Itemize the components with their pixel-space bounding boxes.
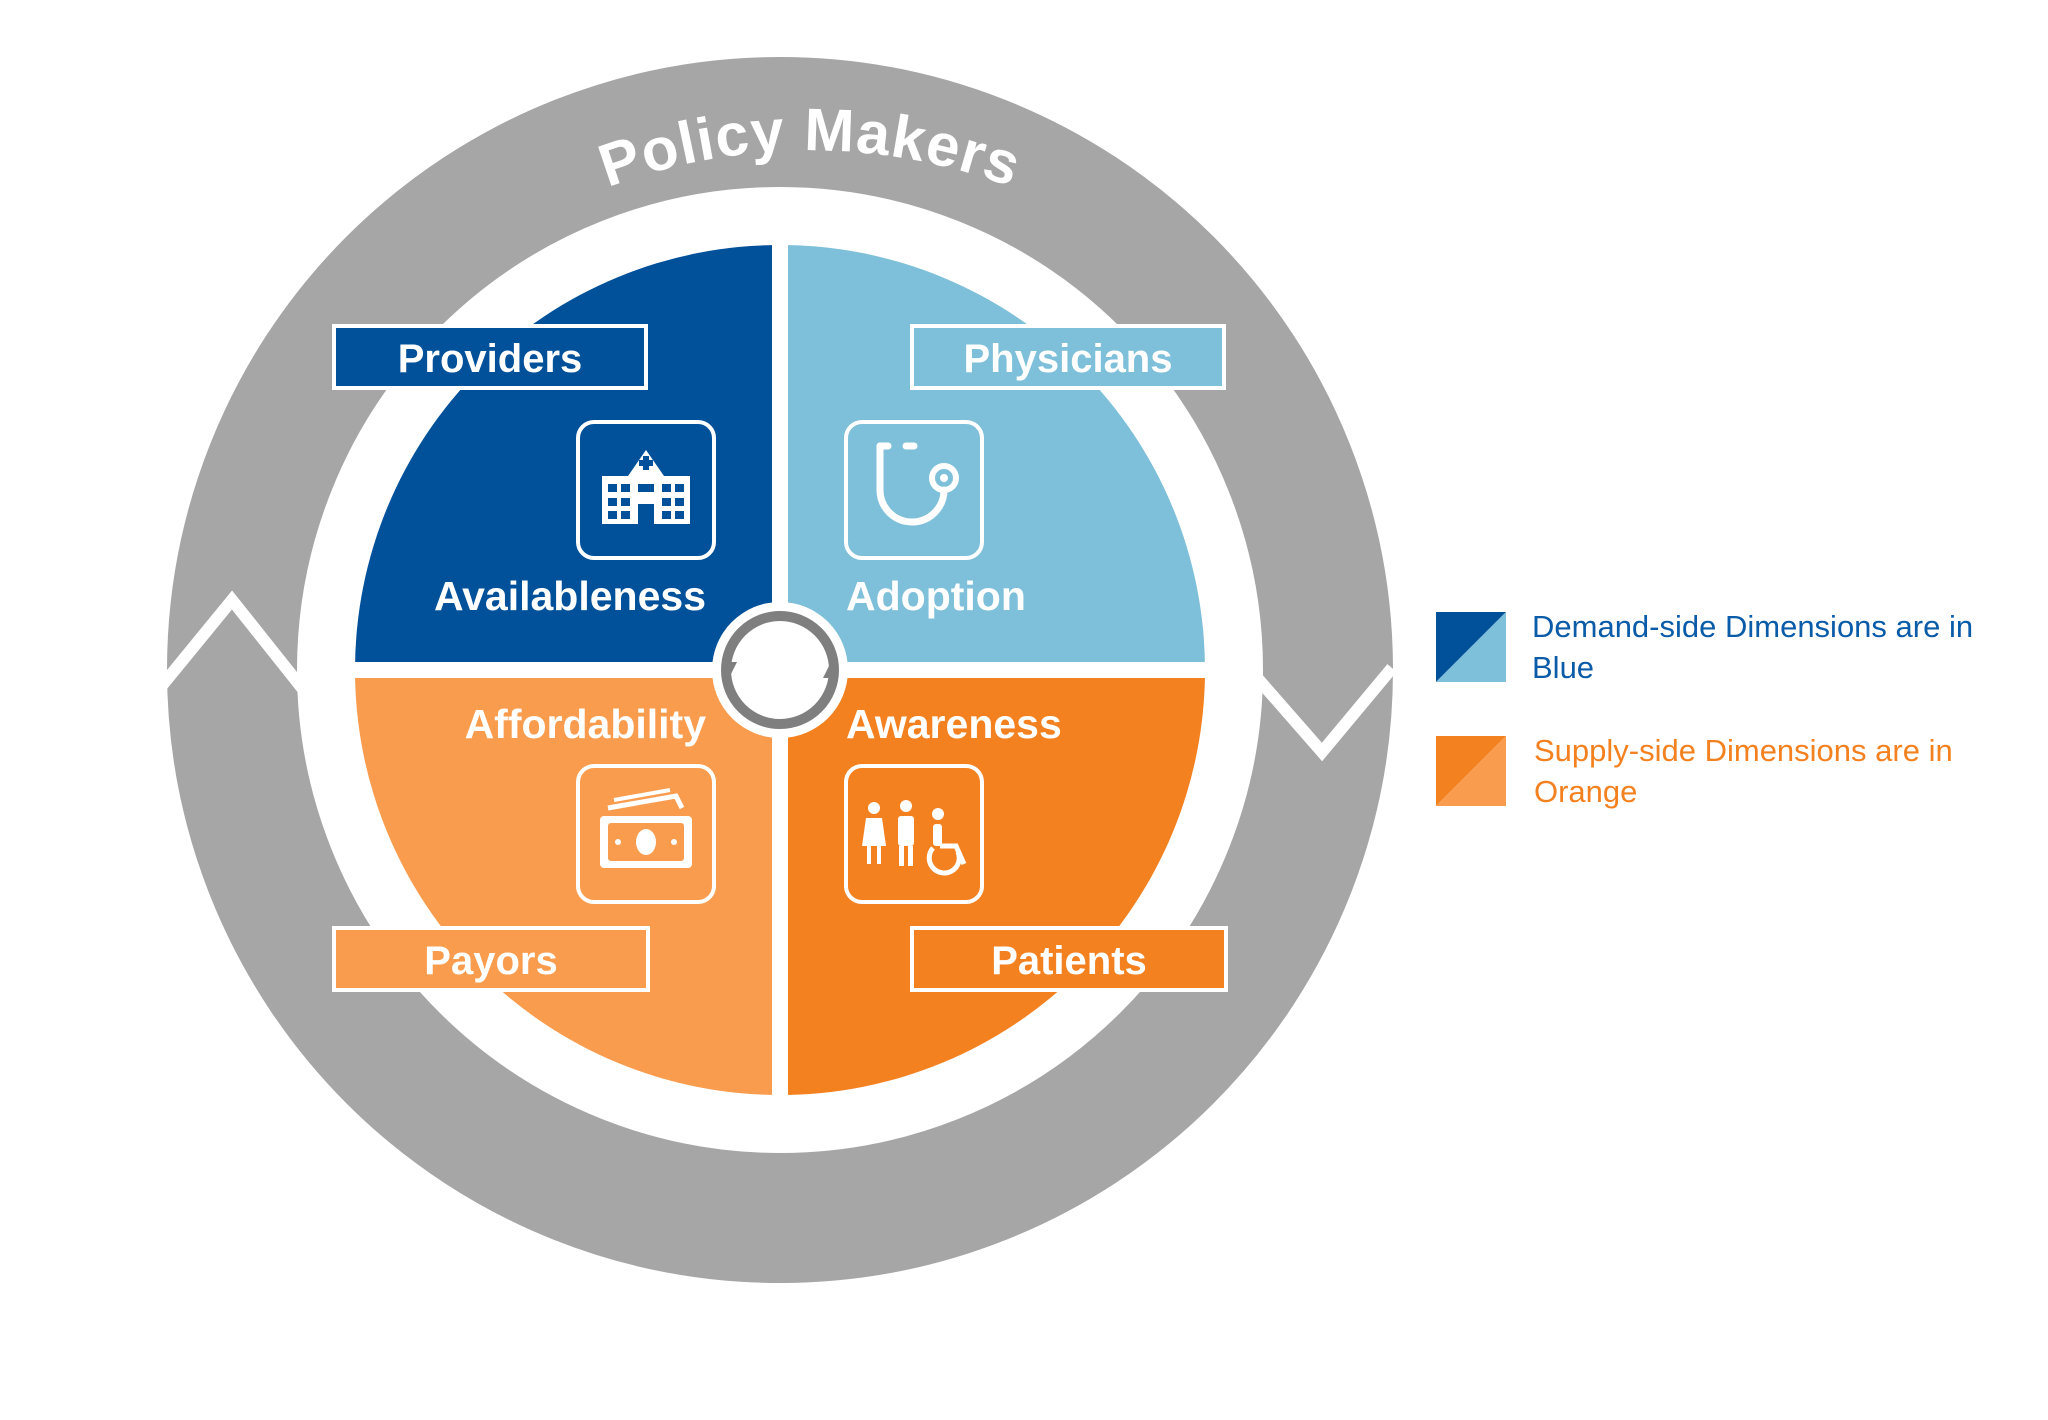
legend-demand-text: Demand-side Dimensions are in Blue (1532, 606, 2048, 688)
legend-supply-line2: Orange (1534, 774, 1638, 809)
patients-box: Patients (910, 926, 1228, 992)
outer-ring (155, 57, 1397, 1283)
providers-box: Providers (332, 324, 648, 390)
patients-label: Patients (991, 939, 1147, 983)
providers-label: Providers (398, 337, 583, 381)
payors-box: Payors (332, 926, 650, 992)
cycle-icon (712, 602, 848, 738)
stethoscope-icon (844, 420, 984, 560)
legend-demand-line1: Demand-side Dimensions are in (1532, 609, 1974, 644)
legend-supply-text: Supply-side Dimensions are in Orange (1534, 730, 2048, 812)
people-accessibility-icon (844, 764, 984, 904)
availableness-label: Availableness (434, 573, 706, 619)
affordability-label: Affordability (465, 701, 707, 747)
adoption-label: Adoption (846, 573, 1026, 619)
legend-demand-swatch (1436, 612, 1506, 682)
physicians-box: Physicians (910, 324, 1226, 390)
payors-label: Payors (424, 939, 557, 983)
hospital-icon (576, 420, 716, 560)
awareness-label: Awareness (846, 701, 1062, 747)
money-icon (576, 764, 716, 904)
legend-supply-swatch (1436, 736, 1506, 806)
physicians-label: Physicians (963, 337, 1172, 381)
legend-supply-line1: Supply-side Dimensions are in (1534, 733, 1953, 768)
legend-demand-line2: Blue (1532, 650, 1595, 685)
